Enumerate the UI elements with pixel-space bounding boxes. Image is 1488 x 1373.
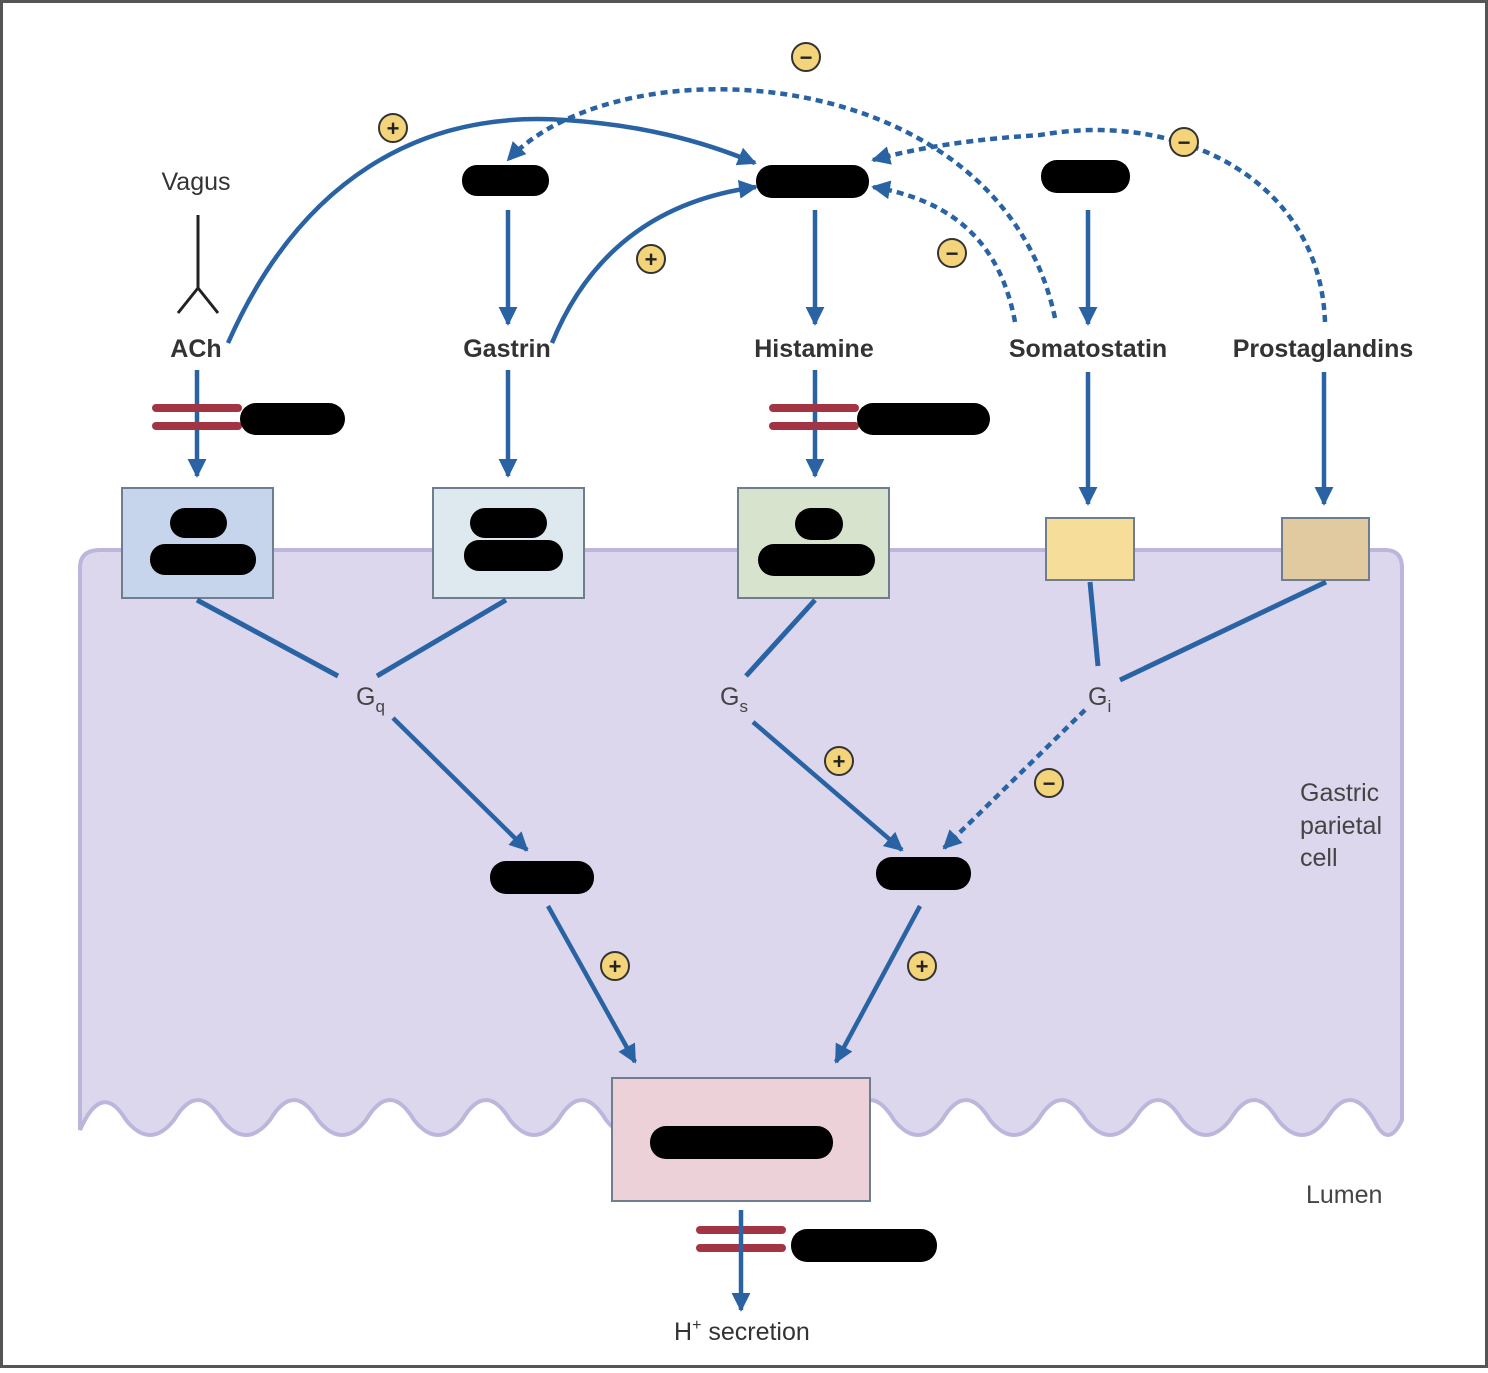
sign-minus-somatostatin-histamine: − <box>937 238 967 268</box>
gs-subscript: s <box>739 697 748 716</box>
redaction-gastrin-receptor-bottom <box>464 540 563 571</box>
arrow-right-messenger-to-pump <box>834 904 922 1064</box>
arrow-left-messenger-to-pump <box>546 904 637 1064</box>
sign-plus-gastrin-histamine-glyph: + <box>645 247 658 272</box>
sign-plus-ach-histamine: + <box>378 113 408 143</box>
prostaglandins-label: Prostaglandins <box>1233 335 1414 363</box>
redaction-gastrin-receptor-top <box>470 508 547 538</box>
histamine-label: Histamine <box>754 335 874 363</box>
sign-minus-somatostatin-gastrin-glyph: − <box>800 45 813 70</box>
gi-label: Gi <box>1088 683 1111 716</box>
arrow-gastrin-to-histamine-source <box>549 179 758 344</box>
arrow-gs-to-messenger <box>751 720 904 852</box>
sign-minus-prostaglandins-histamine-circle <box>1169 127 1199 157</box>
sign-plus-left-pump-glyph: + <box>609 954 622 979</box>
redaction-ach-receptor-bottom <box>150 544 256 575</box>
gs-main: G <box>720 683 739 711</box>
redaction-ach-blocker <box>240 403 345 435</box>
gastrin-label: Gastrin <box>463 335 551 363</box>
ach-label: ACh <box>170 335 221 363</box>
redaction-somatostatin-source <box>1041 160 1130 193</box>
sign-minus-somatostatin-histamine-glyph: − <box>946 241 959 266</box>
receptor-prostaglandins <box>1281 517 1370 581</box>
sign-plus-right-pump-circle <box>907 951 937 981</box>
redaction-pump <box>650 1126 833 1159</box>
inhibit-somatostatin-to-histamine-source <box>871 180 1018 323</box>
secretion-text: secretion <box>701 1318 809 1346</box>
redaction-gastrin-source <box>462 165 549 196</box>
somatostatin-label: Somatostatin <box>1009 335 1167 363</box>
link-gastrin-receptor-gq <box>375 597 508 679</box>
sign-plus-gs-messenger-glyph: + <box>833 749 846 774</box>
sign-plus-right-pump: + <box>907 951 937 981</box>
receptor-somatostatin <box>1045 517 1135 581</box>
inhibit-somatostatin-to-gastrin-source <box>506 86 1058 319</box>
vagus-label: Vagus <box>161 168 230 196</box>
arrow-ach-to-histamine-source <box>225 116 757 344</box>
sign-plus-left-pump: + <box>600 951 630 981</box>
sign-plus-gs-messenger-circle <box>824 746 854 776</box>
secretion-plus: + <box>692 1317 701 1334</box>
sign-plus-gastrin-histamine-circle <box>636 244 666 274</box>
blocker-ach <box>152 404 242 430</box>
cell-label-line3: cell <box>1300 844 1338 872</box>
redaction-histamine-receptor-top <box>795 508 843 540</box>
secretion-label: H+ secretion <box>674 1317 810 1346</box>
redaction-histamine-receptor-bottom <box>758 544 875 576</box>
gs-label: Gs <box>720 683 748 716</box>
redaction-left-messenger <box>490 861 594 894</box>
blocker-histamine <box>769 404 859 430</box>
gq-main: G <box>356 683 375 711</box>
inhibit-gi-to-messenger <box>942 708 1087 850</box>
sign-minus-prostaglandins-histamine: − <box>1169 127 1199 157</box>
sign-plus-gastrin-histamine: + <box>636 244 666 274</box>
receptor-histamine <box>737 487 890 599</box>
gi-main: G <box>1088 683 1107 711</box>
sign-minus-somatostatin-gastrin: − <box>791 42 821 72</box>
inhibit-prostaglandins-to-histamine-source <box>871 127 1328 323</box>
sign-plus-ach-histamine-glyph: + <box>387 116 400 141</box>
link-somatostatin-receptor-gi <box>1087 581 1101 667</box>
secretion-h: H <box>674 1318 692 1346</box>
redaction-ach-receptor-top <box>170 508 227 538</box>
sign-plus-gs-messenger: + <box>824 746 854 776</box>
sign-plus-ach-histamine-circle <box>378 113 408 143</box>
cell-label-line1: Gastric <box>1300 779 1379 807</box>
receptor-ach <box>121 487 274 599</box>
lumen-label: Lumen <box>1306 1181 1382 1209</box>
sign-minus-prostaglandins-histamine-glyph: − <box>1178 130 1191 155</box>
redaction-right-messenger <box>876 857 971 890</box>
cell-label-line2: parietal <box>1300 812 1382 840</box>
sign-minus-gi-messenger: − <box>1034 768 1064 798</box>
gq-label: Gq <box>356 683 385 716</box>
sign-minus-somatostatin-histamine-circle <box>937 238 967 268</box>
sign-plus-left-pump-circle <box>600 951 630 981</box>
link-histamine-receptor-gs <box>744 598 817 678</box>
link-ach-receptor-gq <box>195 597 340 679</box>
vagus-nerve-icon <box>176 215 220 314</box>
link-prostaglandins-receptor-gi <box>1118 579 1328 683</box>
gq-subscript: q <box>375 697 384 716</box>
redaction-histamine-blocker <box>857 403 990 435</box>
arrow-gq-to-messenger <box>391 716 529 852</box>
sign-minus-gi-messenger-glyph: − <box>1043 771 1056 796</box>
sign-minus-somatostatin-gastrin-circle <box>791 42 821 72</box>
redaction-histamine-source <box>756 165 869 198</box>
gi-subscript: i <box>1107 697 1111 716</box>
sign-minus-gi-messenger-circle <box>1034 768 1064 798</box>
sign-plus-right-pump-glyph: + <box>916 954 929 979</box>
redaction-pump-blocker <box>791 1229 937 1262</box>
